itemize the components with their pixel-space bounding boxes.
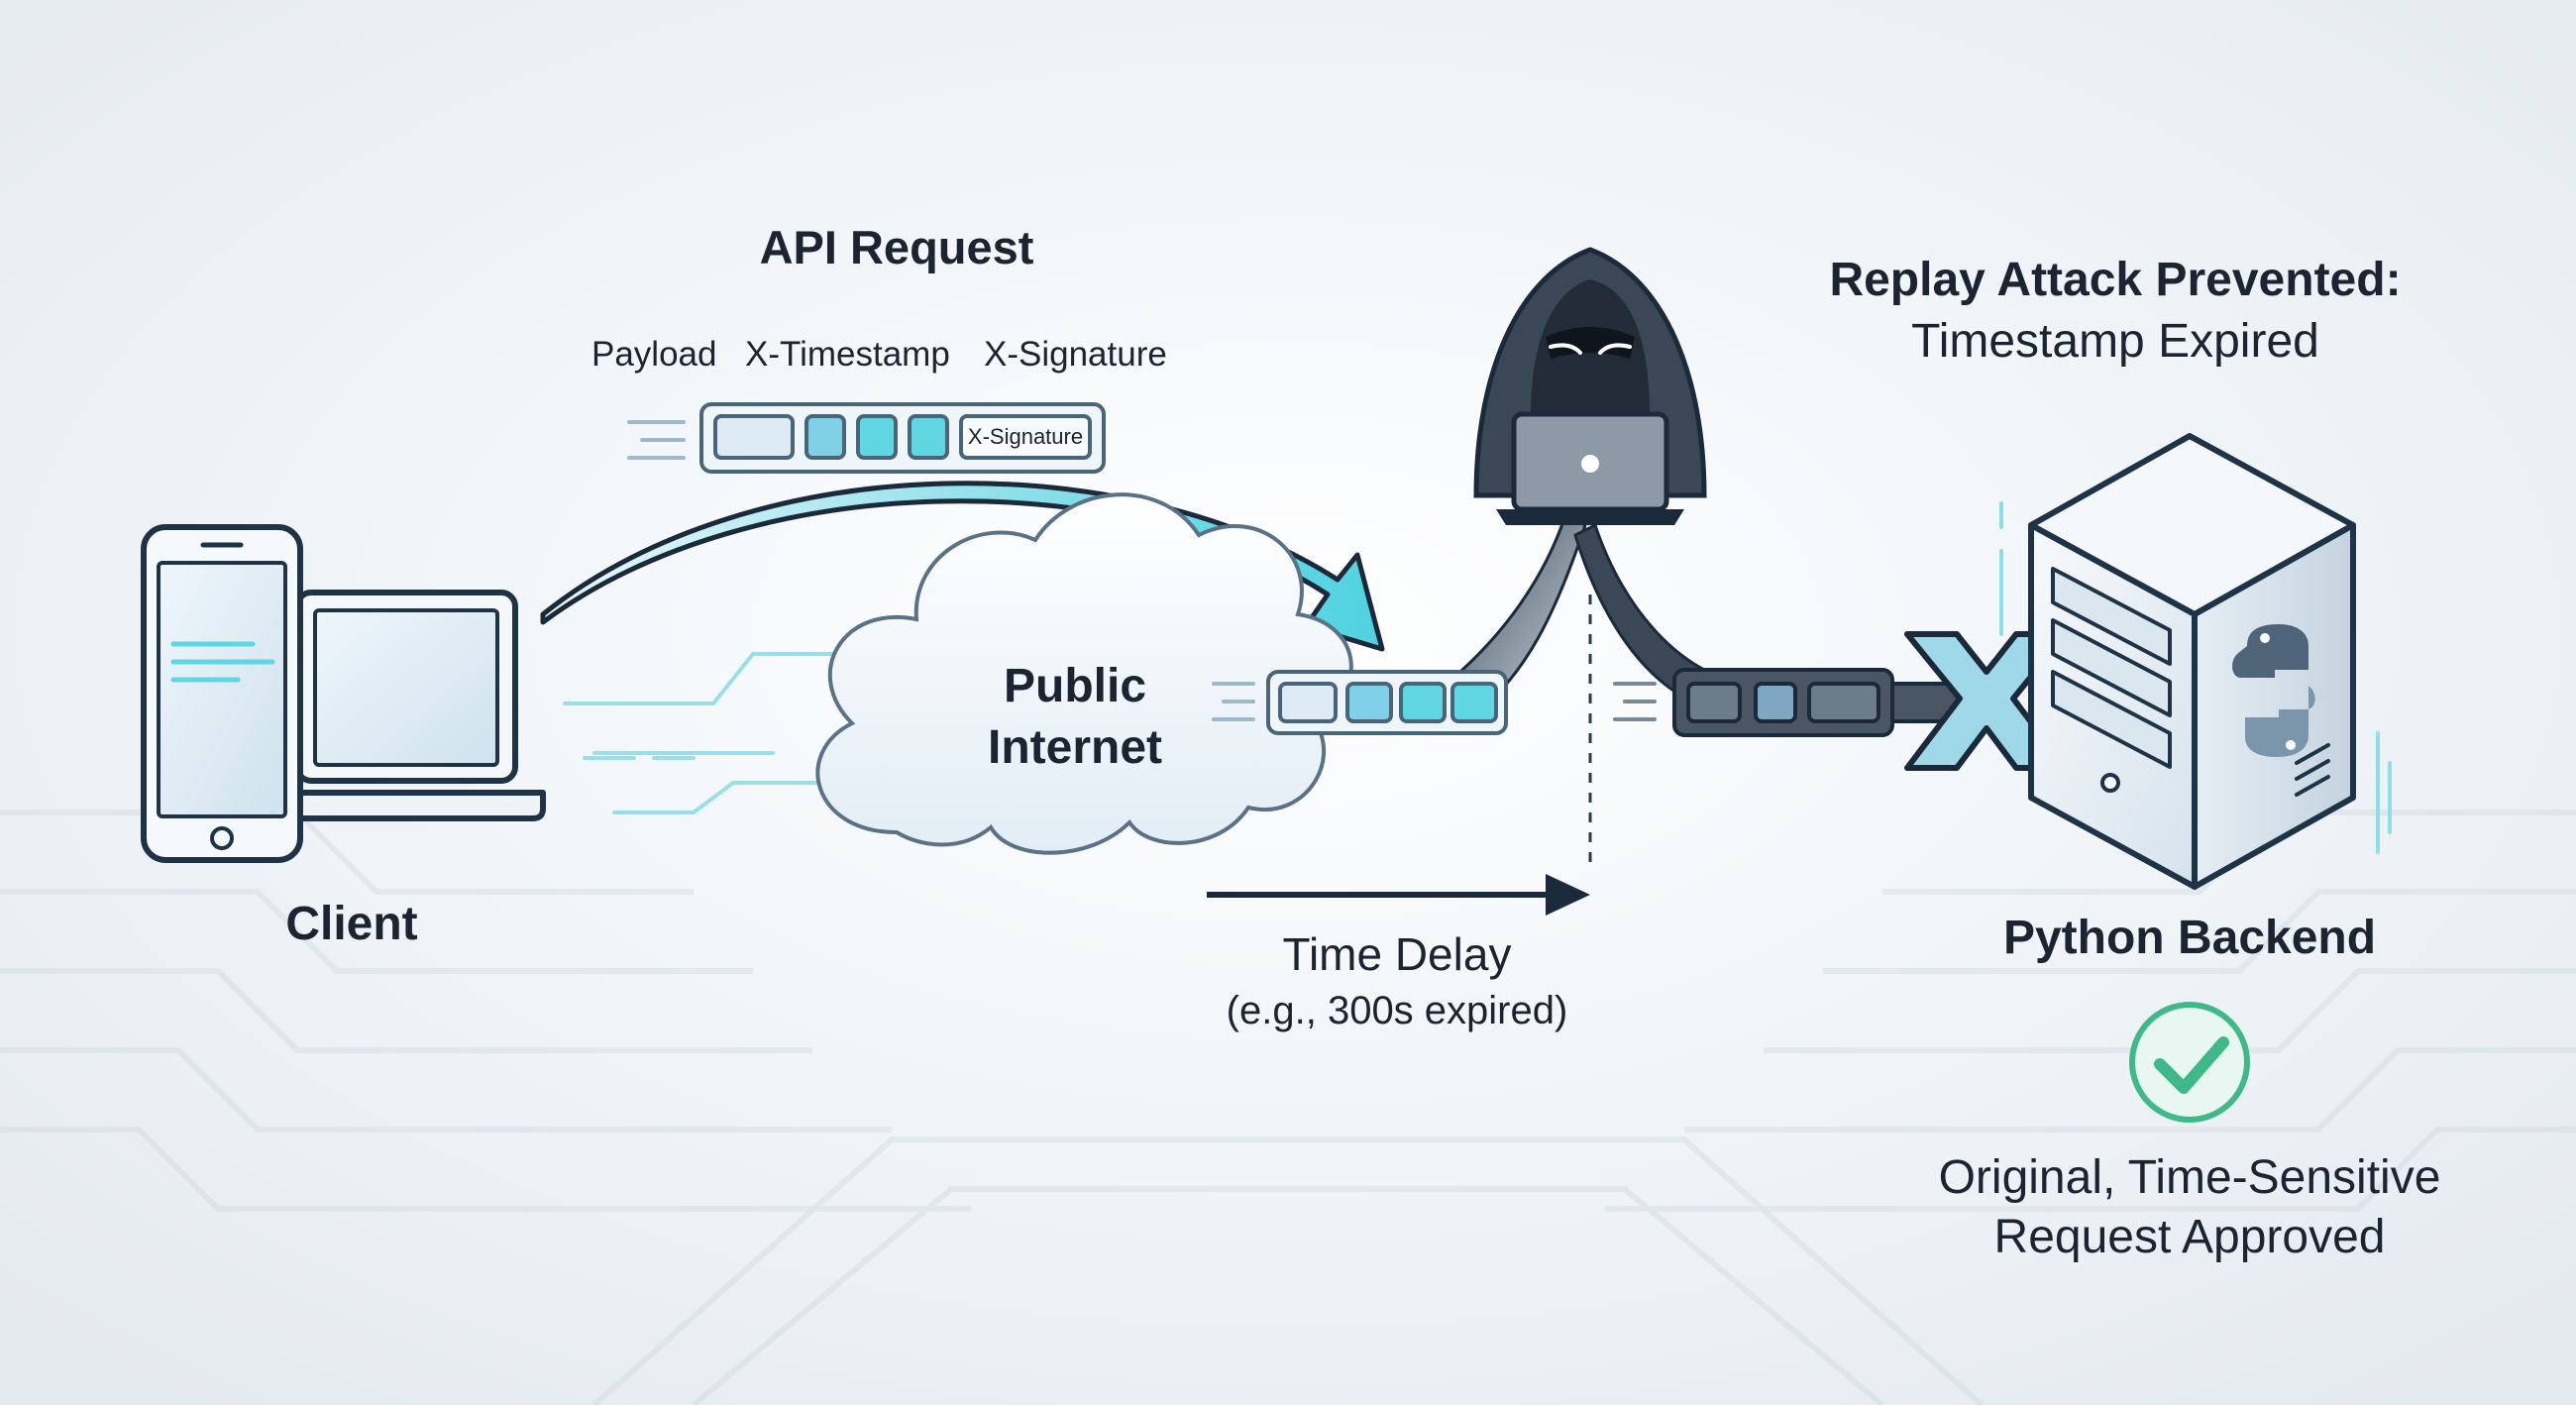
time-delay-label: Time Delay	[1282, 928, 1512, 980]
client-devices-icon	[141, 524, 546, 863]
time-delay-arrow	[1207, 874, 1590, 916]
internet-label-line1: Public	[1003, 660, 1147, 712]
original-packet-icon	[1212, 670, 1508, 735]
api-request-title: API Request	[759, 221, 1034, 273]
approval-label-line1: Original, Time-Sensitive	[1938, 1151, 2441, 1204]
api-request-packet	[627, 402, 1106, 474]
cloud-icon	[815, 492, 1353, 855]
hacker-icon	[1473, 247, 1707, 525]
server-glow-lines	[1999, 501, 2392, 854]
speed-lines-client	[563, 652, 874, 814]
backend-label: Python Backend	[2002, 912, 2377, 964]
python-server-icon	[2028, 433, 2356, 890]
time-delay-detail: (e.g., 300s expired)	[1226, 989, 1568, 1032]
approval-label-line2: Request Approved	[1993, 1211, 2386, 1263]
python-logo-icon	[2232, 624, 2315, 757]
attack-status-subtitle: Timestamp Expired	[1911, 315, 2319, 368]
circuit-background	[0, 810, 2576, 1405]
attack-status-title: Replay Attack Prevented:	[1829, 254, 2402, 306]
internet-label-line2: Internet	[987, 721, 1163, 774]
signature-field-label: X-Signature	[984, 335, 1167, 374]
client-label: Client	[285, 898, 418, 950]
intercept-arrow	[1444, 512, 1587, 716]
timestamp-field-label: X-Timestamp	[745, 335, 950, 374]
packet-signature-label: X-Signature	[967, 424, 1084, 449]
success-check-icon	[2129, 1002, 2250, 1123]
payload-field-label: Payload	[591, 335, 717, 374]
